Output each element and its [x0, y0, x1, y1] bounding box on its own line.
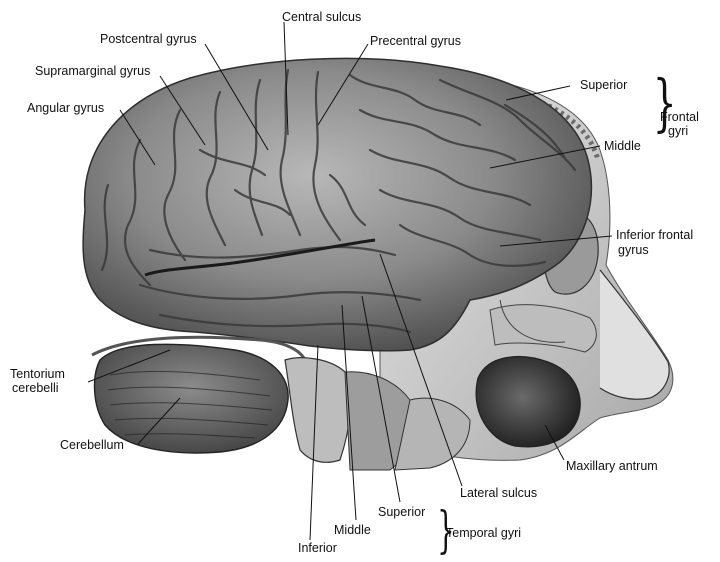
label-temporal-inferior: Inferior — [298, 541, 337, 555]
label-maxillary-antrum: Maxillary antrum — [566, 459, 658, 473]
label-tentorium-2: cerebelli — [12, 381, 59, 395]
label-frontal-gyri-2: gyri — [668, 124, 689, 138]
label-temporal-middle: Middle — [334, 523, 371, 537]
label-temporal-superior: Superior — [378, 505, 426, 519]
label-frontal-superior: Superior — [580, 78, 628, 92]
label-frontal-middle: Middle — [604, 139, 641, 153]
label-supramarginal-gyrus: Supramarginal gyrus — [35, 64, 151, 78]
label-lateral-sulcus: Lateral sulcus — [460, 486, 538, 500]
label-inferior-frontal-1: Inferior frontal — [616, 228, 694, 242]
label-postcentral-gyrus: Postcentral gyrus — [100, 32, 197, 46]
label-angular-gyrus: Angular gyrus — [27, 101, 105, 115]
brainstem-region — [284, 357, 471, 471]
cerebellum-shape — [91, 335, 307, 454]
leader-lines — [87, 21, 613, 541]
label-cerebellum: Cerebellum — [60, 438, 124, 452]
label-precentral-gyrus: Precentral gyrus — [370, 34, 462, 48]
cerebrum — [82, 57, 593, 352]
label-temporal-gyri: Temporal gyri — [446, 526, 522, 540]
label-inferior-frontal-2: gyrus — [618, 243, 649, 257]
frontal-gyri-brace: } — [652, 66, 677, 139]
label-tentorium-1: Tentorium — [10, 367, 65, 381]
label-frontal-gyri-1: Frontal — [660, 110, 699, 124]
temporal-gyri-brace: } — [437, 501, 455, 559]
label-central-sulcus: Central sulcus — [282, 10, 362, 24]
